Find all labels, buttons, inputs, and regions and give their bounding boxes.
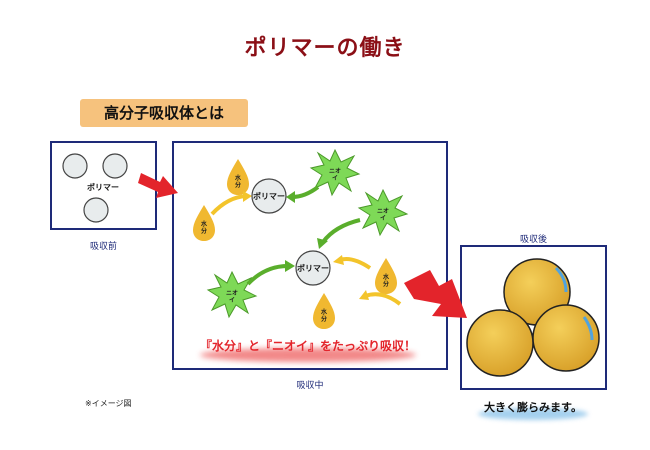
during-polymer-ball-2 — [295, 250, 331, 286]
swollen-ball-2 — [466, 309, 534, 377]
odor-burst-label-3: ニオイ — [226, 290, 238, 304]
before-caption: 吸収前 — [89, 242, 117, 252]
page-title: ポリマーの働き — [244, 36, 406, 61]
red-arrow-right — [404, 270, 467, 318]
absorb-banner: 『水分』と『ニオイ』をたっぷり吸収！ — [200, 338, 416, 353]
water-drop-label-3: 水分 — [383, 273, 390, 288]
during-polymer-label-2: ポリマー — [297, 263, 329, 273]
yellow-arrow-3 — [364, 292, 402, 306]
green-arrow-2 — [321, 218, 361, 244]
before-polymer-ball-3 — [83, 197, 109, 223]
before-polymer-label: ポリマー — [87, 182, 119, 192]
after-caption: 吸収後 — [519, 235, 547, 245]
section-badge: 高分子吸収体とは — [80, 99, 248, 127]
illustration-note: ※イメージ図 — [85, 399, 132, 408]
during-panel — [172, 141, 448, 370]
during-caption: 吸収中 — [296, 381, 324, 391]
before-polymer-ball-1 — [62, 153, 88, 179]
water-drop-label-4: 水分 — [321, 308, 328, 323]
water-drop-label-1: 水分 — [235, 174, 242, 189]
water-drop-label-2: 水分 — [201, 220, 208, 235]
red-arrow-left — [138, 173, 178, 198]
during-polymer-ball-1 — [251, 178, 287, 214]
odor-burst-label-2: ニオイ — [377, 208, 389, 222]
swollen-ball-3 — [532, 304, 600, 372]
banner-glow — [200, 348, 416, 362]
yellow-arrow-2 — [339, 257, 372, 270]
result-glow — [478, 408, 588, 420]
before-polymer-ball-2 — [102, 153, 128, 179]
yellow-arrow-1 — [210, 194, 247, 216]
during-polymer-label-1: ポリマー — [253, 191, 285, 201]
green-arrow-1 — [291, 185, 320, 199]
green-arrow-3 — [246, 264, 289, 286]
odor-burst-label-1: ニオイ — [329, 168, 341, 182]
result-text: 大きく膨らみます。 — [484, 400, 582, 414]
